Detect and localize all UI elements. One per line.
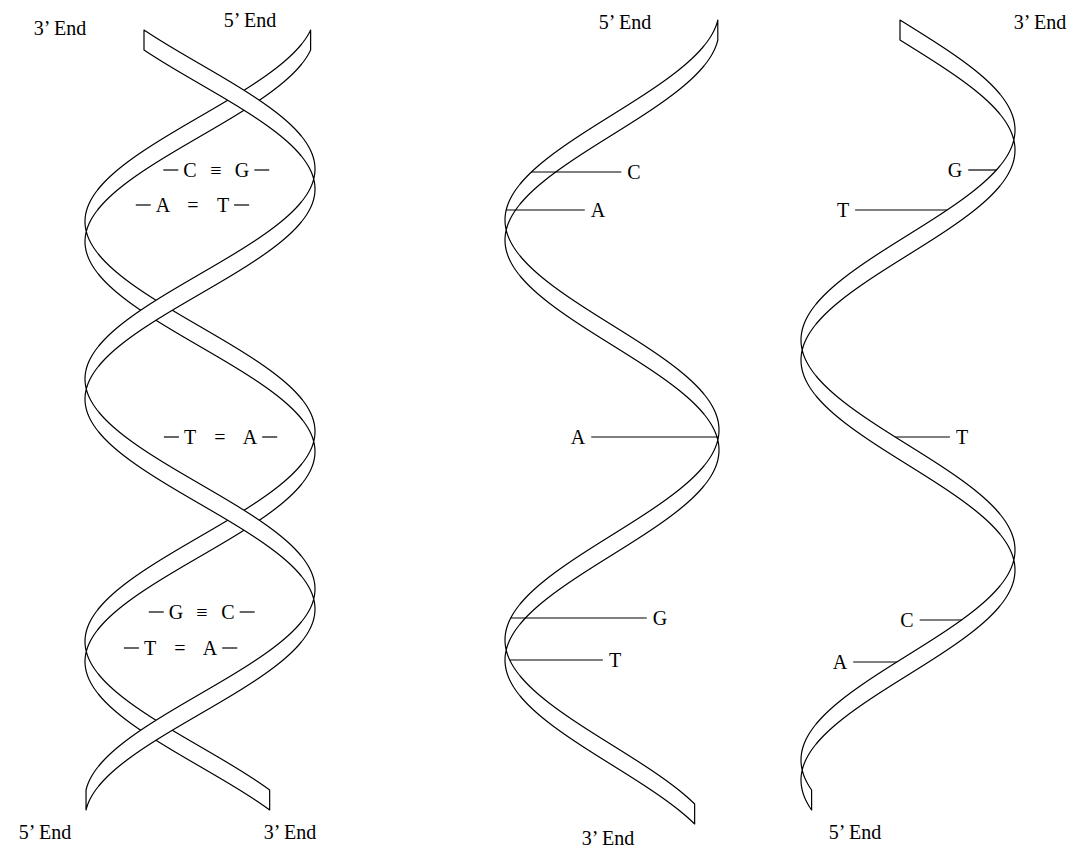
bond-tick	[136, 204, 151, 205]
bond-tick	[262, 436, 277, 437]
leader-line	[895, 436, 950, 437]
leader-line	[506, 209, 585, 210]
base-letter: G	[948, 160, 962, 180]
base-letter: C	[627, 162, 640, 182]
base-letter: G	[653, 608, 667, 628]
bond-symbol: ≡	[210, 160, 221, 180]
base-letter: A	[243, 427, 257, 447]
leader-line	[510, 659, 603, 660]
leader-line	[853, 661, 897, 662]
base-letter: G	[169, 602, 183, 622]
bond-symbol: =	[214, 427, 225, 447]
base-letter: T	[144, 638, 156, 658]
bond-tick	[164, 436, 179, 437]
base-letter: A	[571, 427, 585, 447]
end-label: 5’ End	[599, 12, 651, 32]
bond-tick	[163, 169, 178, 170]
end-label: 3’ End	[1014, 12, 1066, 32]
end-label: 3’ End	[34, 18, 86, 38]
bond-symbol: =	[174, 638, 185, 658]
leader-group	[124, 170, 997, 662]
bond-tick	[124, 647, 139, 648]
base-letter: A	[591, 200, 605, 220]
leader-line	[531, 171, 621, 172]
leader-line	[591, 436, 718, 437]
base-letter: C	[221, 602, 234, 622]
leader-line	[920, 619, 962, 620]
dna-strand	[85, 30, 315, 810]
base-letter: T	[217, 195, 229, 215]
leader-line	[511, 617, 647, 618]
dna-strand	[505, 20, 719, 824]
base-letter: C	[183, 160, 196, 180]
base-letter: T	[956, 427, 968, 447]
base-letter: G	[235, 160, 249, 180]
end-label: 5’ End	[19, 822, 71, 842]
leader-line	[968, 169, 996, 170]
leader-line	[855, 209, 947, 210]
strand-group	[85, 20, 1015, 824]
base-letter: A	[156, 195, 170, 215]
base-letter: T	[184, 427, 196, 447]
bond-symbol: =	[187, 195, 198, 215]
bond-tick	[149, 611, 164, 612]
base-letter: A	[833, 652, 847, 672]
bond-symbol: ≡	[196, 602, 207, 622]
base-letter: T	[837, 200, 849, 220]
dna-strand	[801, 20, 1015, 810]
end-label: 3’ End	[582, 828, 634, 848]
bond-tick	[234, 204, 249, 205]
dna-strand	[85, 30, 315, 810]
bond-tick	[240, 611, 255, 612]
bond-tick	[254, 169, 269, 170]
base-letter: C	[900, 610, 913, 630]
end-label: 3’ End	[264, 822, 316, 842]
base-letter: T	[609, 650, 621, 670]
bond-tick	[222, 647, 237, 648]
end-label: 5’ End	[829, 822, 881, 842]
end-label: 5’ End	[224, 10, 276, 30]
base-letter: A	[203, 638, 217, 658]
